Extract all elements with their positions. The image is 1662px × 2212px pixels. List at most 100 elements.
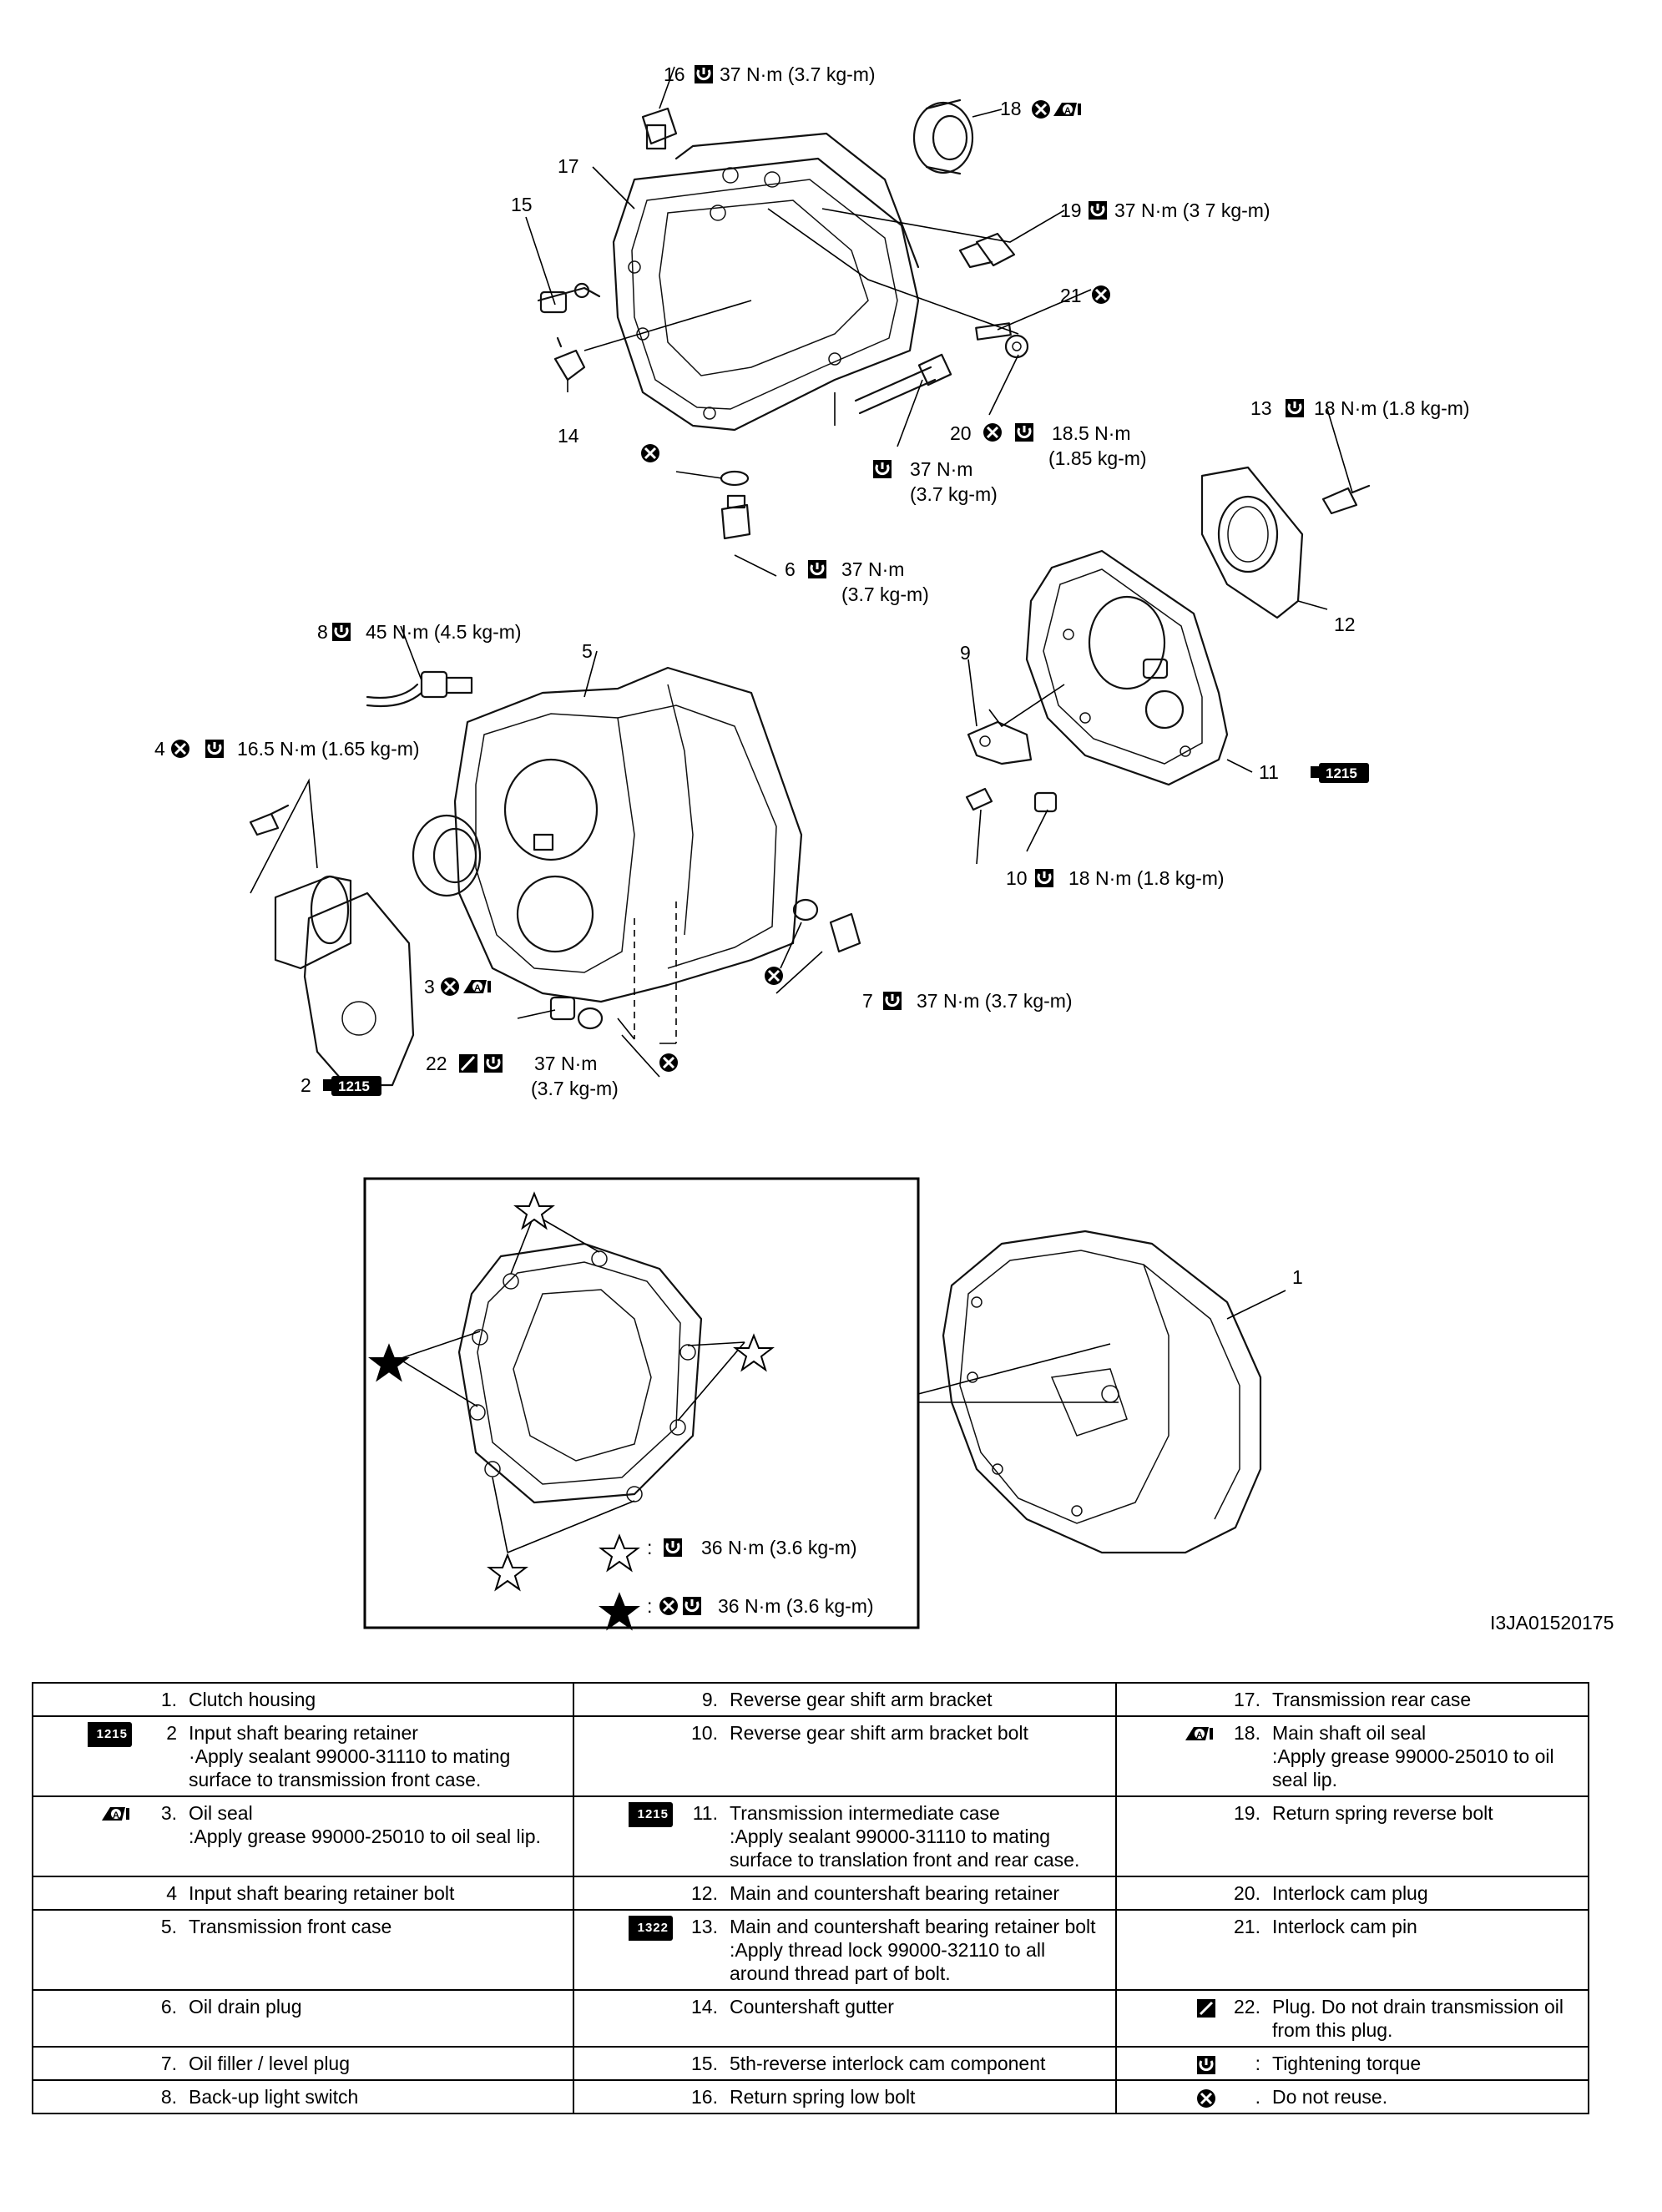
legend-text: Back-up light switch	[189, 2086, 359, 2108]
callout-22-torque-a: 37 N·m	[534, 1053, 597, 1074]
clutch-housing-face-detail	[457, 1242, 703, 1504]
legend-cell: 9.Reverse gear shift arm bracket	[573, 1682, 1117, 1717]
exploded-view-diagram: A	[154, 63, 1614, 1634]
legend-number: 15.	[691, 2053, 718, 2074]
legend-text: Countershaft gutter	[730, 1996, 894, 2018]
callout-11: 11	[1259, 761, 1279, 783]
legend-number: 18.	[1234, 1722, 1260, 1744]
legend-cell: 5.Transmission front case	[32, 1909, 574, 1991]
reverse-shift-arm-bracket	[967, 720, 1058, 813]
legend-cell: 12. Main and countershaft bearing retaine…	[573, 1876, 1117, 1911]
callout-19-torque: 37 N·m (3 7 kg-m)	[1114, 199, 1270, 221]
legend-number: 10.	[691, 1722, 718, 1744]
sealant-icon: 1215	[87, 1721, 132, 1747]
figure-id: I3JA01520175	[1490, 1612, 1614, 1634]
callout-2-code: 1215	[338, 1078, 370, 1094]
legend-text: Return spring reverse bolt	[1272, 1802, 1493, 1824]
back-up-light-switch	[366, 670, 473, 708]
svg-text:A: A	[1196, 1730, 1203, 1740]
legend-cell: 16. Return spring low bolt	[573, 2079, 1117, 2114]
box-open-star-torque: 36 N·m (3.6 kg-m)	[701, 1537, 857, 1558]
legend-text: Main shaft oil seal	[1272, 1722, 1427, 1744]
legend-number: 12.	[691, 1882, 718, 1904]
callout-7-torque: 37 N·m (3.7 kg-m)	[917, 990, 1073, 1012]
star-open-icon	[487, 1553, 528, 1592]
legend-row: 6. Oil drain plug 14. Countershaft gutter 22…	[32, 1989, 1589, 2048]
legend-text: Main and countershaft bearing retainer	[730, 1882, 1060, 1904]
callout-1: 1	[1292, 1266, 1303, 1288]
legend-text: Plug. Do not drain transmission oil from…	[1272, 1996, 1563, 2041]
legend-text: Interlock cam plug	[1272, 1882, 1428, 1904]
callout-17: 17	[558, 155, 579, 177]
legend-text: Return spring low bolt	[730, 2086, 916, 2108]
legend-row: 7.Oil filler / level plug 15. 5th-reverse …	[32, 2046, 1589, 2081]
callout-16: 16	[664, 63, 685, 85]
legend-number: 9.	[701, 1689, 718, 1710]
legend-cell: 7.Oil filler / level plug	[32, 2046, 574, 2081]
legend-number: 8.	[160, 2086, 177, 2108]
oil-filler-plug	[792, 898, 861, 953]
svg-text:A: A	[113, 1811, 119, 1821]
callout-6-torque-b: (3.7 kg-m)	[841, 583, 929, 605]
bearing-retainer-plate	[1200, 466, 1304, 619]
interlock-cam-component	[537, 282, 601, 314]
callout-18: 18	[1000, 98, 1022, 119]
callout-22: 22	[426, 1053, 447, 1074]
star-filled-key-icon	[599, 1592, 640, 1631]
callout-14: 14	[558, 425, 579, 447]
legend-text: Clutch housing	[189, 1689, 316, 1710]
legend-number: 13.	[691, 1916, 718, 1937]
legend-text: Transmission front case	[189, 1916, 392, 1937]
legend-number: 14.	[691, 1996, 718, 2018]
star-open-icon	[513, 1191, 555, 1230]
legend-number: 6.	[160, 1996, 177, 2018]
legend-number: 17.	[1234, 1689, 1260, 1710]
callout-4: 4	[154, 738, 165, 760]
legend-note: :Apply sealant 99000-31110 to mating sur…	[730, 1826, 1080, 1871]
legend-text: Oil drain plug	[189, 1996, 302, 2018]
do-not-reuse-icon	[1197, 2088, 1215, 2108]
legend-text: Input shaft bearing retainer bolt	[189, 1882, 455, 1904]
legend-text: Do not reuse.	[1272, 2086, 1388, 2108]
callout-6-torque-a: 37 N·m	[841, 558, 904, 580]
callout-2: 2	[301, 1074, 311, 1096]
legend-number: 20.	[1234, 1882, 1260, 1904]
sealant-icon: 1215	[628, 1801, 673, 1827]
legend-text: Transmission rear case	[1272, 1689, 1472, 1710]
input-shaft-bearing-retainer	[274, 875, 415, 1087]
bearing-retainer-bolt	[1321, 484, 1371, 515]
legend-text: 5th-reverse interlock cam component	[730, 2053, 1046, 2074]
bolt-torque-b: (3.7 kg-m)	[910, 483, 998, 505]
legend-number: 7.	[160, 2053, 177, 2074]
grease-icon: A	[1185, 1726, 1213, 1740]
countershaft-gutter	[553, 336, 586, 381]
callout-16-torque: 37 N·m (3.7 kg-m)	[720, 63, 876, 85]
callout-8-torque: 45 N·m (4.5 kg-m)	[366, 621, 522, 643]
legend-cell: 20. Interlock cam plug	[1115, 1876, 1589, 1911]
retainer-bolt	[249, 804, 290, 836]
callout-9: 9	[960, 642, 971, 664]
legend-number: 1.	[160, 1689, 177, 1710]
star-open-key-icon	[599, 1533, 640, 1573]
torque-wrench-icon	[1197, 2055, 1215, 2074]
legend-number: 3.	[160, 1802, 177, 1824]
interlock-cam-plug	[1004, 334, 1029, 359]
legend-cell: 22. Plug. Do not drain transmission oil f…	[1115, 1989, 1589, 2048]
legend-row: 1. Clutch housing 9.Reverse gear shift arm…	[32, 1682, 1589, 1717]
legend-cell: 21.Interlock cam pin	[1115, 1909, 1589, 1991]
legend-number: 22.	[1234, 1996, 1260, 2018]
callout-10: 10	[1006, 867, 1028, 889]
legend-text: Reverse gear shift arm bracket bolt	[730, 1722, 1028, 1744]
legend-number: 16.	[691, 2086, 718, 2108]
legend-text: Main and countershaft bearing retainer b…	[730, 1916, 1096, 1937]
callout-15: 15	[511, 194, 533, 215]
legend-number: 11.	[692, 1802, 718, 1824]
